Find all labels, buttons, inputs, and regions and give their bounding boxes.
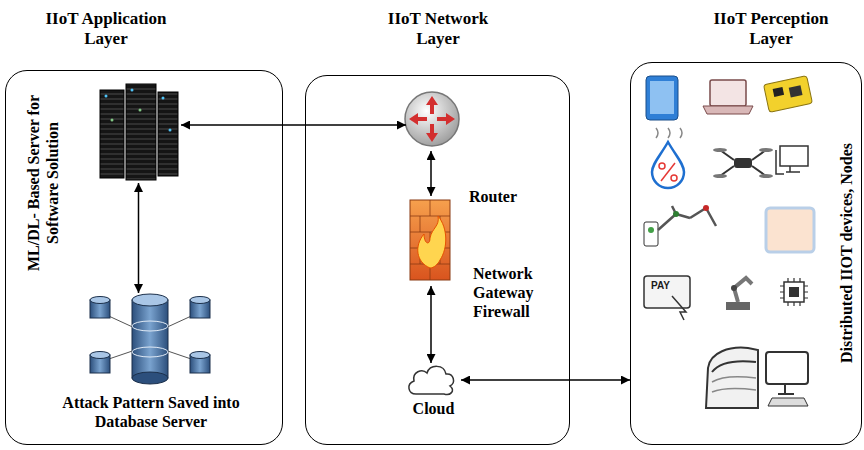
node-label: Attack Pattern Saved into Database Serve… [56, 393, 246, 431]
icon-space [406, 363, 461, 399]
node-label: Cloud [406, 399, 461, 418]
layer-heading: IIoT Application Layer [31, 9, 181, 50]
node-label: Network Gateway Firewall [473, 264, 558, 322]
cloud-node: Cloud [406, 363, 461, 418]
database-node: Attack Pattern Saved into Database Serve… [56, 293, 246, 431]
connector-arrow [430, 151, 432, 196]
device-icons [644, 76, 814, 408]
connector-arrow [138, 183, 140, 293]
firewall-node: Network Gateway Firewall [401, 196, 456, 286]
layer-heading: IIoT Perception Layer [701, 9, 841, 50]
server-node: ML/DL- Based Server for Software Solutio… [96, 83, 181, 183]
router-icon [405, 92, 459, 146]
icon-space [56, 293, 246, 393]
router-node: Router [406, 89, 461, 151]
icon-text: PAY [651, 281, 670, 291]
database-icon [90, 294, 210, 384]
layer-panel: ML/DL- Based Server for Software Solutio… [5, 70, 283, 445]
layer-panel: RouterNetwork Gateway FirewallCloudIIoT … [305, 75, 570, 445]
firewall-icon [410, 200, 450, 280]
server-icon [100, 84, 178, 180]
connector-arrow [181, 124, 406, 126]
node-label: Router [469, 187, 517, 206]
vertical-label: ML/DL- Based Server for Software Solutio… [24, 78, 62, 288]
layer-heading: IIoT Network Layer [368, 9, 508, 50]
connector-arrow [430, 286, 432, 363]
layer-panel: IIoT Perception LayerDistributed IIOT de… [630, 62, 862, 445]
cloud-icon [409, 366, 454, 394]
connector-arrow [461, 379, 630, 381]
vertical-label: Distributed IIOT devices, Nodes [837, 143, 856, 363]
